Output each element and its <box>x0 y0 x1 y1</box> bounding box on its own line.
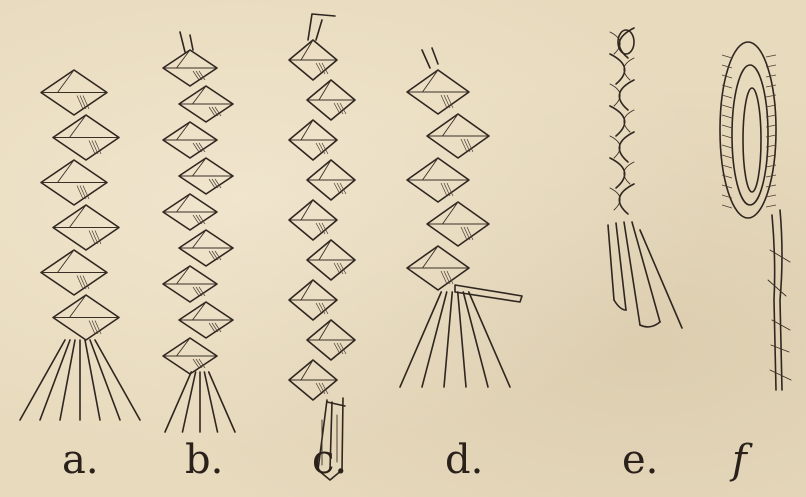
label-b: b. <box>185 440 223 480</box>
label-f: f <box>732 440 747 480</box>
braid-a <box>20 70 140 420</box>
label-e: e. <box>622 440 658 480</box>
braid-e <box>608 28 682 328</box>
braid-f <box>720 42 791 390</box>
braid-b <box>163 32 235 432</box>
label-a: a. <box>62 440 99 480</box>
braid-c <box>289 14 355 480</box>
label-d: d. <box>445 440 483 480</box>
braid-d <box>400 48 522 387</box>
label-c: c. <box>312 440 347 480</box>
